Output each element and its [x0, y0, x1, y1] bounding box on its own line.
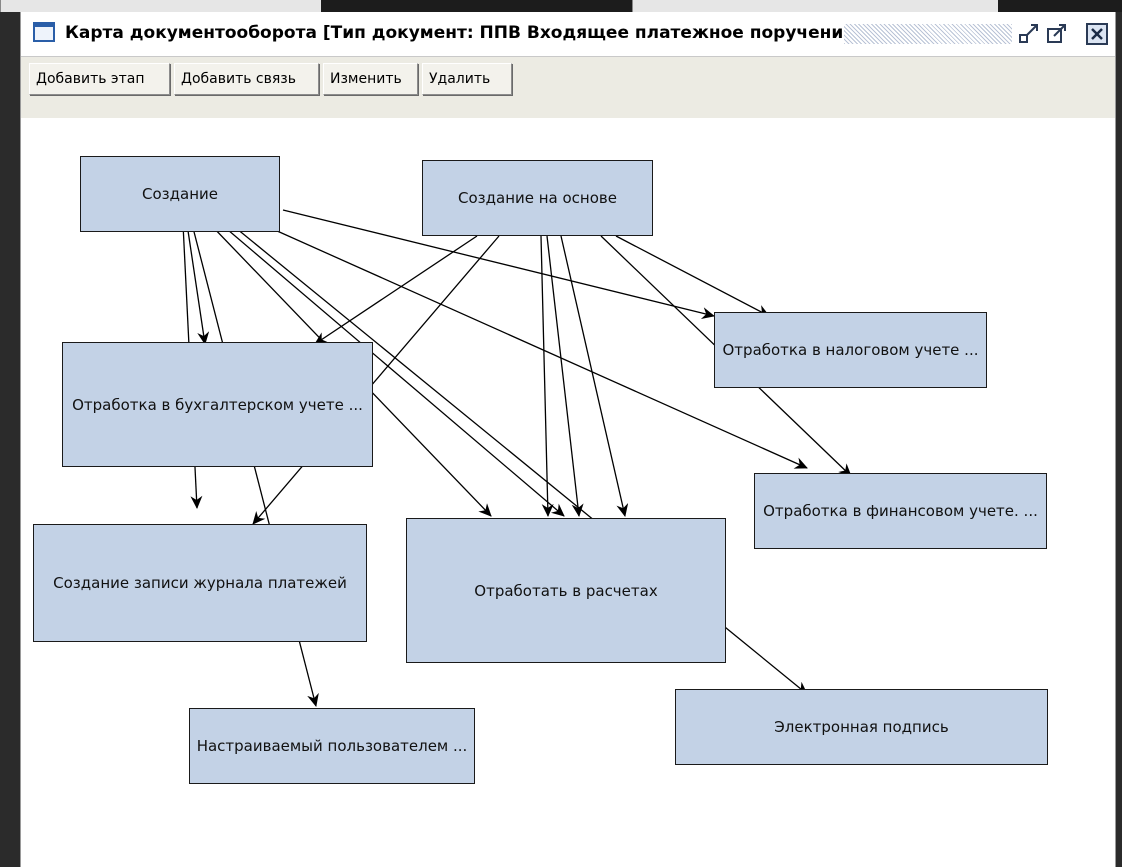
add-stage-button[interactable]: Добавить этап	[29, 63, 170, 95]
stage-financial-accounting[interactable]: Отработка в финансовом учете. ...	[754, 473, 1047, 549]
link-edge[interactable]	[546, 235, 584, 517]
link-edge[interactable]	[252, 235, 500, 525]
link-edge[interactable]	[314, 235, 478, 345]
maximize-icon[interactable]	[1046, 23, 1068, 45]
link-edge[interactable]	[540, 235, 554, 517]
stage-tax-accounting[interactable]: Отработка в налоговом учете ...	[714, 312, 987, 388]
window-icon	[33, 22, 55, 42]
restore-icon[interactable]	[1018, 23, 1040, 45]
stage-accounting[interactable]: Отработка в бухгалтерском учете ...	[62, 342, 373, 467]
delete-button[interactable]: Удалить	[422, 63, 512, 95]
link-edge[interactable]	[615, 235, 770, 317]
link-edge[interactable]	[560, 235, 629, 517]
link-edge[interactable]	[186, 223, 210, 345]
background-fragment	[632, 0, 998, 12]
link-edge[interactable]	[220, 223, 565, 517]
close-icon[interactable]	[1086, 23, 1108, 45]
background-fragment	[0, 0, 321, 12]
stage-creation[interactable]: Создание	[80, 156, 280, 232]
stage-settlements[interactable]: Отработать в расчетах	[406, 518, 726, 663]
stage-electronic-signature[interactable]: Электронная подпись	[675, 689, 1048, 765]
background-window-strip	[0, 0, 1122, 12]
window-title: Карта документооборота [Тип документ: ПП…	[65, 23, 863, 43]
add-link-button[interactable]: Добавить связь	[174, 63, 319, 95]
toolbar: Добавить этап Добавить связь Изменить Уд…	[21, 57, 1115, 118]
title-bar[interactable]: Карта документооборота [Тип документ: ПП…	[21, 12, 1115, 57]
edit-button[interactable]: Изменить	[323, 63, 418, 95]
stage-user-defined[interactable]: Настраиваемый пользователем ...	[189, 708, 475, 784]
stage-creation-based-on[interactable]: Создание на основе	[422, 160, 653, 236]
link-edge[interactable]	[265, 225, 808, 469]
title-bar-grip	[844, 24, 1012, 44]
diagram-canvas[interactable]: Создание Создание на основе Отработка в …	[21, 118, 1115, 867]
stage-payment-journal[interactable]: Создание записи журнала платежей	[33, 524, 367, 642]
link-edge[interactable]	[282, 209, 715, 319]
doc-flow-window: Карта документооборота [Тип документ: ПП…	[20, 12, 1116, 867]
diagram-links	[182, 209, 852, 707]
